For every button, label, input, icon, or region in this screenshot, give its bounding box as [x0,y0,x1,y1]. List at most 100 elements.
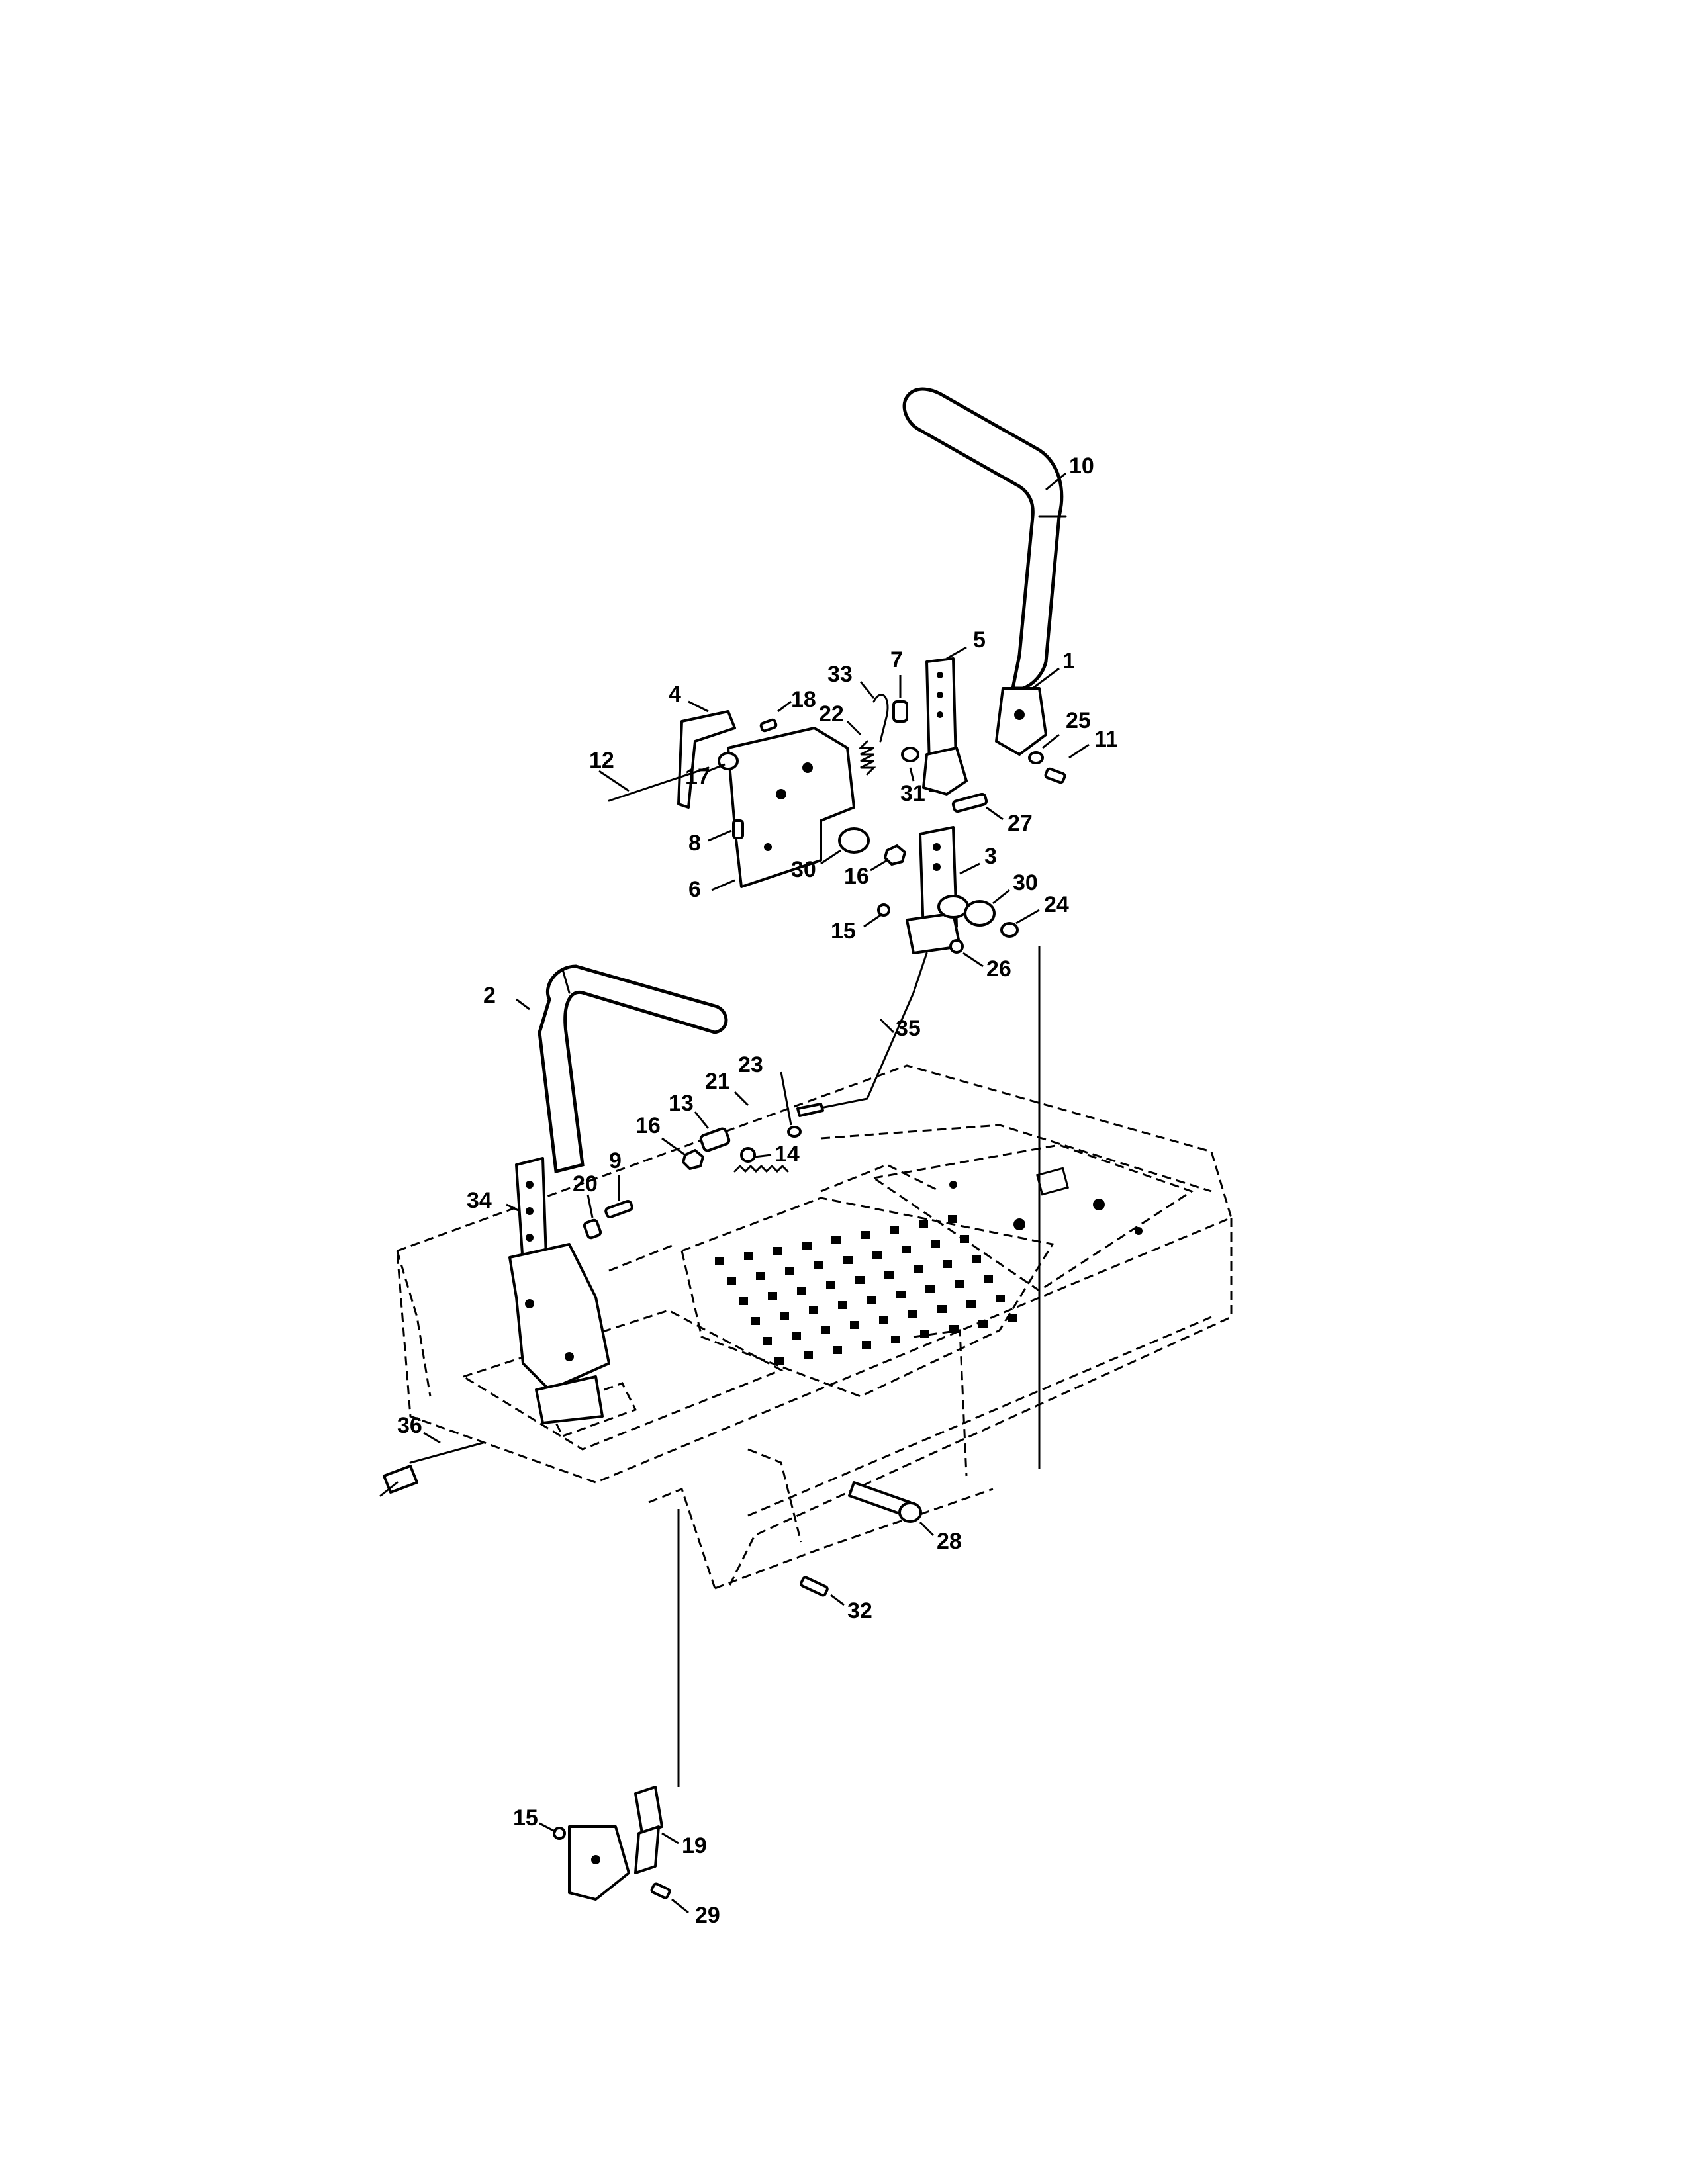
perforation-hole [931,1240,940,1248]
callout-16-lower: 16 [635,1113,686,1156]
svg-text:17: 17 [685,764,710,790]
svg-text:14: 14 [774,1142,800,1167]
washer-24 [1000,922,1019,938]
bolt-27 [951,792,988,813]
perforation-hole [831,1236,841,1244]
floor-plate [680,1197,1055,1398]
perforation-hole [955,1280,964,1288]
pin-33 [872,694,889,743]
svg-text:4: 4 [669,682,681,707]
bolt-32 [800,1576,829,1597]
svg-text:3: 3 [984,844,997,869]
svg-text:2: 2 [483,983,496,1008]
perforation-hole [949,1325,959,1333]
callout-25: 25 [1042,708,1091,749]
bolt-8 [732,819,744,839]
callout-19: 19 [661,1832,707,1858]
svg-text:8: 8 [688,831,701,856]
perforation-hole [902,1246,911,1253]
callout-7: 7 [890,647,903,698]
callout-30-left: 30 [791,849,841,882]
nut-14 [740,1147,756,1163]
perforation-hole [867,1296,876,1304]
perforation-hole [838,1301,847,1309]
bushing-20 [583,1218,602,1240]
perforation-hole [908,1310,917,1318]
callout-34: 34 [467,1188,520,1213]
callout-2: 2 [483,983,530,1011]
perforation-hole [872,1251,882,1259]
svg-text:16: 16 [635,1113,661,1138]
perforation-hole [809,1306,818,1314]
perforation-hole [833,1346,842,1354]
svg-text:22: 22 [819,702,844,727]
svg-text:28: 28 [937,1529,962,1554]
perforation-hole [890,1226,899,1234]
callout-29: 29 [671,1898,720,1928]
callout-16-upper: 16 [844,859,888,889]
svg-text:9: 9 [609,1148,622,1173]
perforation-hole [920,1330,929,1338]
spring-22 [858,740,876,776]
perforation-hole [914,1265,923,1273]
svg-text:25: 25 [1066,708,1091,733]
svg-text:36: 36 [397,1413,422,1438]
perforation-hole [862,1341,871,1349]
svg-text:18: 18 [791,687,816,712]
bolt-18 [759,718,778,733]
link-rod-35 [796,952,928,1117]
perforation-hole [937,1305,947,1313]
perforation-hole [855,1276,865,1284]
callout-8: 8 [688,829,732,856]
foot-plate [871,1144,1194,1292]
perforation-hole [744,1252,753,1260]
pivot-plate-5 [922,657,968,796]
lap-bar-10 [902,387,1067,756]
washer-25 [1028,751,1044,764]
callout-17: 17 [685,763,726,790]
perforation-hole [785,1267,794,1275]
perforation-hole [966,1300,976,1308]
nut-16-upper [884,844,906,866]
perforation-hole [850,1321,859,1329]
bolt-13 [699,1127,731,1152]
perforation-hole [948,1215,957,1223]
callout-23: 23 [738,1052,792,1126]
perforation-hole [896,1291,906,1298]
callout-6: 6 [688,877,735,902]
svg-text:19: 19 [682,1833,707,1858]
svg-text:31: 31 [900,781,925,806]
spring-21 [733,1164,789,1173]
callout-3: 3 [959,844,997,875]
callout-30-right: 30 [992,870,1038,905]
svg-text:5: 5 [973,627,986,653]
svg-text:26: 26 [986,956,1011,981]
callout-18: 18 [777,687,816,713]
perforation-hole [996,1295,1005,1302]
callout-10: 10 [1045,453,1094,491]
bolt-29 [650,1882,671,1899]
callout-32: 32 [830,1594,872,1623]
callout-15-upper: 15 [831,914,881,944]
callout-20: 20 [573,1171,598,1218]
perforation-hole [715,1257,724,1265]
perforation-hole [773,1247,782,1255]
bushing-30-right [964,900,996,927]
perforation-hole [802,1242,812,1250]
callout-15-lower: 15 [513,1805,557,1833]
perforation-hole [925,1285,935,1293]
svg-text:33: 33 [827,662,853,687]
perforation-hole [763,1337,772,1345]
callout-24: 24 [1015,892,1069,925]
callout-22: 22 [819,702,862,736]
bolt-11 [1044,767,1066,784]
svg-text:30: 30 [1013,870,1038,895]
svg-text:11: 11 [1094,727,1118,752]
callout-12: 12 [589,748,630,792]
nut-15-lower [553,1827,566,1840]
perforation-hole [797,1287,806,1295]
mount-bracket-6 [727,727,855,888]
perforation-hole [879,1316,888,1324]
perforation-hole [804,1351,813,1359]
svg-text:29: 29 [695,1903,720,1928]
